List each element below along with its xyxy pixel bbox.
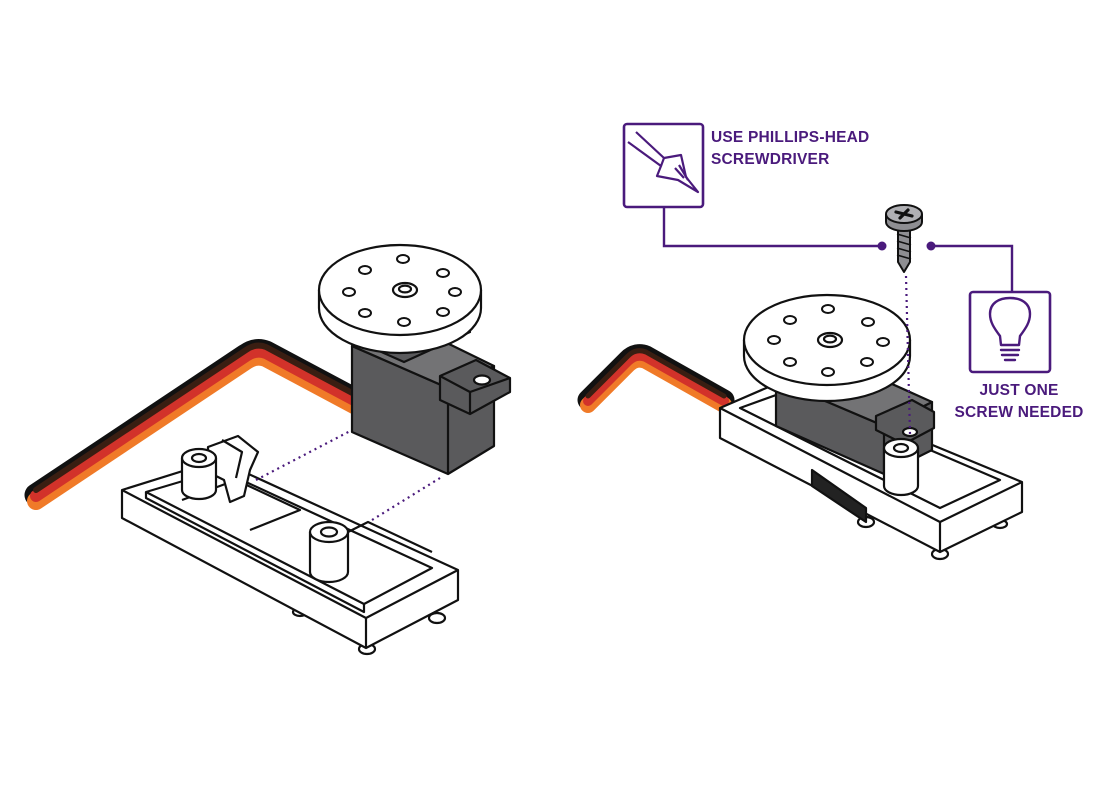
screw-count-callout-label: JUST ONE SCREW NEEDED	[944, 380, 1094, 424]
connector-dot	[877, 241, 887, 251]
screw-count-callout-line-2: SCREW NEEDED	[954, 404, 1084, 421]
assembled-servo-horn	[742, 293, 912, 403]
assembled-view	[577, 204, 1024, 561]
alignment-guides	[255, 427, 441, 521]
connector-dot	[926, 241, 936, 251]
screwdriver-callout-label: USE PHILLIPS-HEAD SCREWDRIVER	[711, 127, 869, 171]
servo-horn	[317, 243, 483, 355]
callout-connectors	[662, 206, 1014, 292]
mounting-bracket	[120, 434, 460, 656]
servo-cable	[24, 339, 368, 510]
screw-count-callout-line-1: JUST ONE	[979, 382, 1059, 399]
screwdriver-callout-line-2: SCREWDRIVER	[711, 151, 830, 168]
screwdriver-callout-line-1: USE PHILLIPS-HEAD	[711, 129, 870, 146]
screw	[885, 204, 923, 273]
screwdriver-icon	[622, 122, 705, 209]
exploded-view	[24, 243, 512, 656]
assembled-servo-cable	[577, 344, 735, 413]
screw-path-guide	[904, 275, 912, 435]
assembled-mount-post	[882, 437, 920, 497]
lightbulb-icon	[968, 290, 1052, 374]
